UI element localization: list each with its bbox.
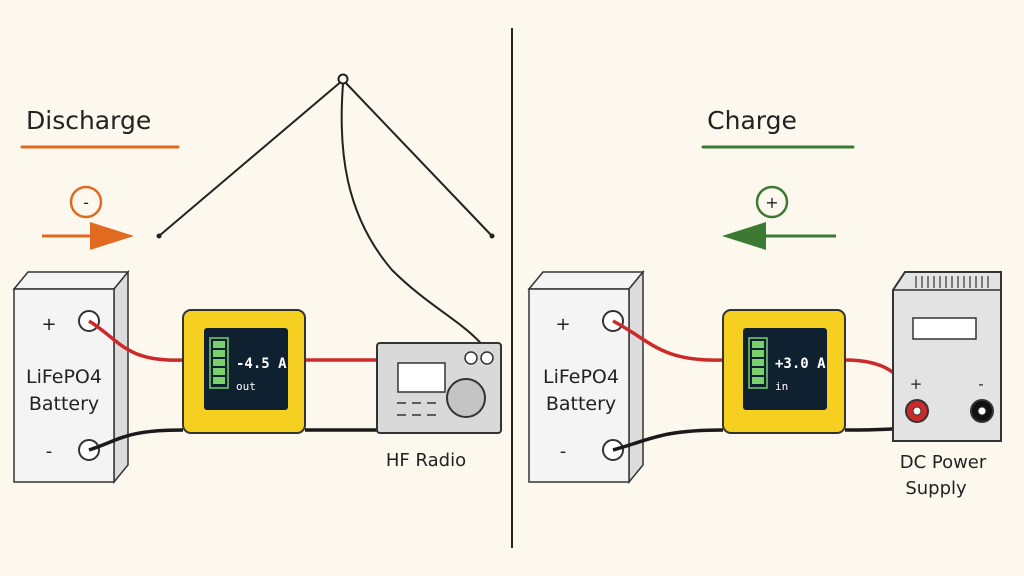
battery-plus-label: + [555, 314, 570, 335]
supply-plus-label: + [910, 375, 923, 393]
battery-label-line1: LiFePO4 [26, 366, 102, 388]
supply-vent-icon [915, 276, 989, 288]
meter-reading: +3.0 A [775, 356, 826, 372]
supply-display [912, 317, 977, 340]
hf-radio: HF Radio [376, 342, 502, 471]
dc-power-supply: + - DC Power Supply [892, 271, 1002, 499]
charge-battery: + - LiFePO4 Battery [527, 269, 645, 485]
battery-minus-label: - [560, 441, 567, 462]
radio-knob-icon [446, 378, 486, 418]
meter-direction: out [236, 380, 256, 393]
charge-negative-wire [612, 428, 724, 452]
charge-positive-wire [612, 319, 724, 362]
battery-label-line2: Battery [29, 393, 99, 415]
supply-minus-label: - [978, 375, 983, 393]
arrow-right-icon [90, 222, 134, 250]
discharge-negative-wire [88, 428, 184, 452]
discharge-direction-indicator: - [42, 185, 134, 250]
charge-title: Charge [707, 106, 797, 135]
discharge-battery: + - LiFePO4 Battery [12, 269, 130, 485]
charge-direction-indicator: + [722, 185, 836, 250]
antenna-feedpoint [337, 73, 349, 85]
arrow-left-icon [722, 222, 766, 250]
antenna [156, 73, 499, 375]
battery-level-icon [752, 341, 764, 384]
dc-power-supply-label-line2: Supply [905, 478, 967, 499]
charge-current-meter: +3.0 A in [722, 309, 846, 434]
discharge-positive-wire [88, 319, 184, 362]
meter-screen [743, 328, 827, 410]
minus-circle-icon [69, 185, 103, 219]
dc-power-supply-label-line1: DC Power [900, 452, 987, 473]
charge-panel: Charge + + - LiFePO4 Battery [527, 106, 1002, 499]
meter-reading: -4.5 A [236, 356, 287, 372]
hf-radio-label: HF Radio [386, 450, 466, 471]
discharge-current-meter: -4.5 A out [182, 309, 306, 434]
plus-circle-icon [755, 185, 789, 219]
meter-screen [204, 328, 288, 410]
battery-level-icon [213, 341, 225, 384]
battery-plus-label: + [41, 314, 56, 335]
discharge-panel: Discharge - + - LiFePO4 Battery [12, 73, 502, 485]
charge-sign: + [765, 193, 778, 212]
radio-display [397, 362, 446, 393]
meter-direction: in [775, 380, 788, 393]
battery-label-line1: LiFePO4 [543, 366, 619, 388]
battery-minus-label: - [46, 441, 53, 462]
battery-label-line2: Battery [546, 393, 616, 415]
discharge-sign: - [83, 193, 89, 212]
feedline-coax [340, 83, 499, 375]
discharge-title: Discharge [26, 106, 151, 135]
